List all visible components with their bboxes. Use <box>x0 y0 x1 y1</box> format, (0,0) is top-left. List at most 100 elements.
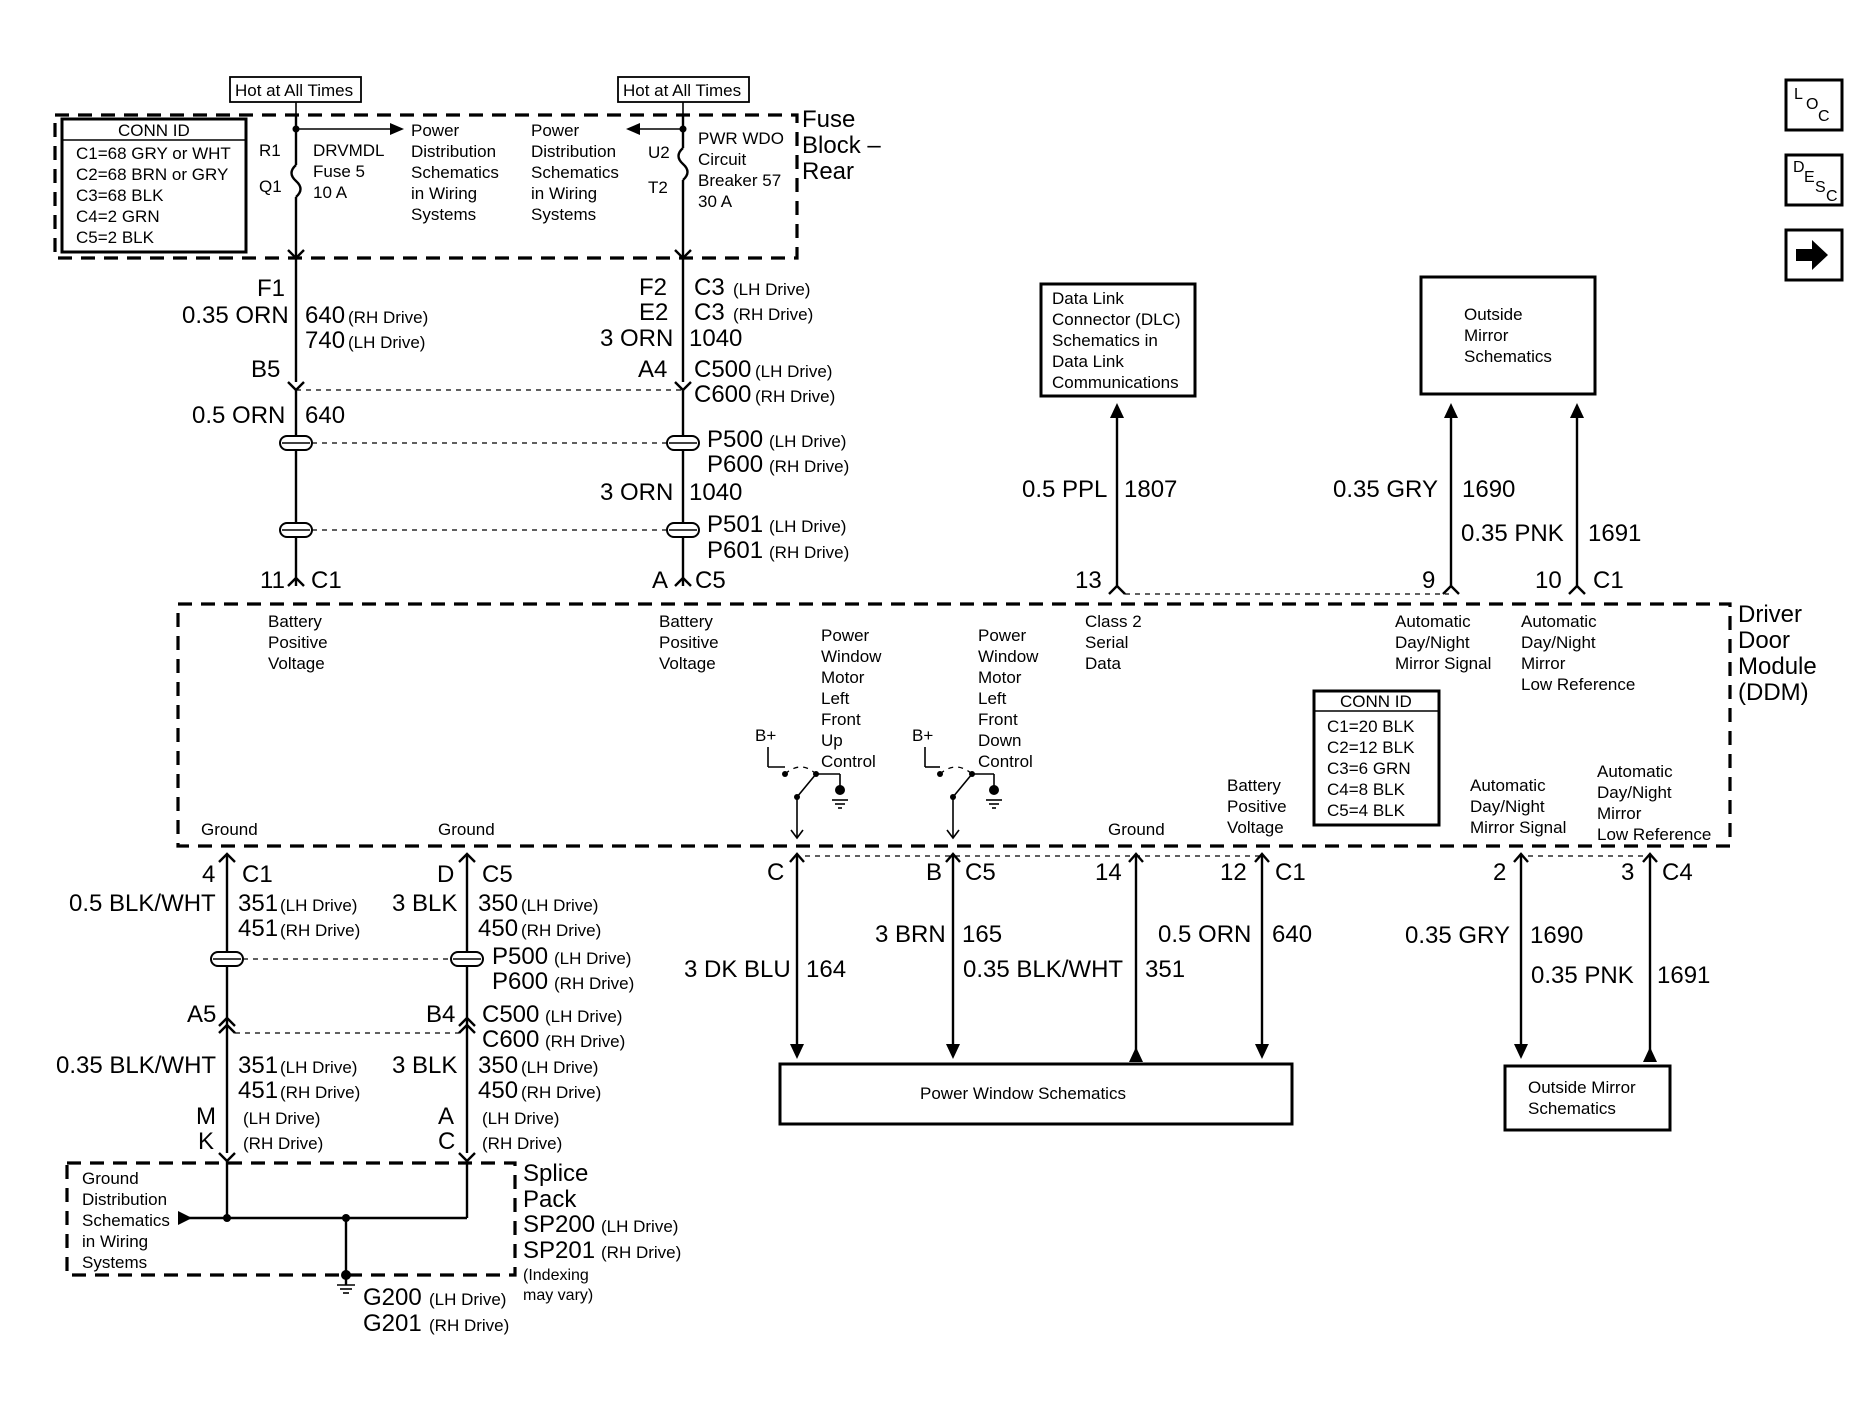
svg-text:C5: C5 <box>695 567 726 594</box>
desc-button[interactable]: D E S C <box>1784 153 1844 207</box>
ground-distribution-note: Ground Distribution Schematics in Wiring… <box>82 1169 170 1272</box>
ddm-battery-voltage-3: Battery Positive Voltage <box>1227 776 1287 837</box>
ddm-battery-voltage-1: Battery Positive Voltage <box>268 612 328 673</box>
svg-text:C3: C3 <box>694 299 725 326</box>
svg-text:Left: Left <box>978 689 1007 708</box>
wire-1691-bottom: 3 C4 0.35 PNK 1691 <box>1531 852 1710 1062</box>
svg-text:(RH Drive): (RH Drive) <box>521 1083 601 1102</box>
svg-text:0.5 BLK/WHT: 0.5 BLK/WHT <box>69 890 216 917</box>
svg-text:Positive: Positive <box>1227 797 1287 816</box>
svg-text:450: 450 <box>478 915 518 942</box>
outside-mirror-box-bottom[interactable]: Outside Mirror Schematics <box>1503 1064 1672 1132</box>
svg-text:C2=68 BRN or GRY: C2=68 BRN or GRY <box>76 165 228 184</box>
svg-text:SP200: SP200 <box>523 1211 595 1238</box>
svg-text:C3: C3 <box>694 274 725 301</box>
svg-text:164: 164 <box>806 956 846 983</box>
svg-text:Window: Window <box>821 647 882 666</box>
svg-text:A: A <box>438 1103 454 1130</box>
wire-1807: 0.5 PPL 1807 13 <box>1022 403 1177 595</box>
svg-text:(LH Drive): (LH Drive) <box>545 1007 622 1026</box>
svg-text:(DDM): (DDM) <box>1738 679 1809 706</box>
svg-text:0.35 GRY: 0.35 GRY <box>1333 476 1438 503</box>
desc-letter: C <box>1826 188 1838 205</box>
svg-text:Systems: Systems <box>82 1253 147 1272</box>
svg-text:3: 3 <box>1621 859 1634 886</box>
svg-text:C5: C5 <box>482 861 513 888</box>
svg-text:(Indexing: (Indexing <box>523 1267 589 1284</box>
hot-at-all-times-right: Hot at All Times <box>617 76 750 103</box>
svg-text:Low Reference: Low Reference <box>1521 675 1635 694</box>
svg-text:Data: Data <box>1085 654 1121 673</box>
svg-text:(LH Drive): (LH Drive) <box>482 1109 559 1128</box>
svg-text:C4=8 BLK: C4=8 BLK <box>1327 780 1406 799</box>
svg-text:K: K <box>198 1128 214 1155</box>
svg-text:Systems: Systems <box>531 205 596 224</box>
svg-text:740: 740 <box>305 327 345 354</box>
svg-text:(LH Drive): (LH Drive) <box>521 896 598 915</box>
svg-text:351: 351 <box>238 890 278 917</box>
dlc-schematics-box[interactable]: Data Link Connector (DLC) Schematics in … <box>1039 282 1197 398</box>
svg-text:Mirror: Mirror <box>1521 654 1566 673</box>
svg-text:0.35 BLK/WHT: 0.35 BLK/WHT <box>963 956 1123 983</box>
svg-text:(LH Drive): (LH Drive) <box>348 333 425 352</box>
svg-text:(LH Drive): (LH Drive) <box>429 1290 506 1309</box>
wire-640-pw: 12 C1 0.5 ORN 640 <box>1158 852 1312 1059</box>
svg-text:(RH Drive): (RH Drive) <box>601 1243 681 1262</box>
svg-text:(RH Drive): (RH Drive) <box>482 1134 562 1153</box>
svg-text:(RH Drive): (RH Drive) <box>348 308 428 327</box>
svg-text:P600: P600 <box>492 968 548 995</box>
svg-text:Positive: Positive <box>659 633 719 652</box>
fuse-block-outline <box>53 113 799 260</box>
svg-text:Schematics: Schematics <box>1464 347 1552 366</box>
svg-text:B4: B4 <box>426 1001 455 1028</box>
loc-button[interactable]: L O C <box>1784 78 1844 132</box>
svg-text:1690: 1690 <box>1530 922 1583 949</box>
svg-text:Breaker 57: Breaker 57 <box>698 171 781 190</box>
svg-text:Circuit: Circuit <box>698 150 746 169</box>
svg-text:in Wiring: in Wiring <box>531 184 597 203</box>
svg-text:Power: Power <box>411 121 460 140</box>
svg-text:Q1: Q1 <box>259 177 282 196</box>
svg-text:C3=6 GRN: C3=6 GRN <box>1327 759 1411 778</box>
svg-text:Class 2: Class 2 <box>1085 612 1142 631</box>
outside-mirror-box-top[interactable]: Outside Mirror Schematics <box>1419 275 1597 396</box>
svg-text:B: B <box>926 859 942 886</box>
svg-text:Automatic: Automatic <box>1395 612 1471 631</box>
svg-text:Automatic: Automatic <box>1470 776 1546 795</box>
svg-text:0.5 PPL: 0.5 PPL <box>1022 476 1107 503</box>
svg-text:11: 11 <box>260 567 285 594</box>
wire-351-pw: 14 0.35 BLK/WHT 351 <box>963 852 1185 1062</box>
svg-text:350: 350 <box>478 1052 518 1079</box>
up-switch-icon: B+ <box>755 726 848 840</box>
svg-text:450: 450 <box>478 1077 518 1104</box>
svg-text:Distribution: Distribution <box>82 1190 167 1209</box>
svg-text:3 BLK: 3 BLK <box>392 1052 457 1079</box>
power-window-schematics-box[interactable]: Power Window Schematics <box>778 1062 1294 1126</box>
svg-text:Communications: Communications <box>1052 373 1179 392</box>
pwr-wdo-circuit-breaker: U2 T2 PWR WDO Circuit Breaker 57 30 A <box>626 115 784 258</box>
pds-note-right: Power Distribution Schematics in Wiring … <box>531 121 619 224</box>
desc-letter: D <box>1793 159 1805 176</box>
svg-text:may vary): may vary) <box>523 1287 593 1304</box>
svg-text:Distribution: Distribution <box>531 142 616 161</box>
svg-text:Motor: Motor <box>821 668 865 687</box>
ddm-conn-id-table: CONN ID C1=20 BLK C2=12 BLK C3=6 GRN C4=… <box>1312 689 1441 827</box>
ddm-mirror-signal-top: Automatic Day/Night Mirror Signal <box>1395 612 1491 673</box>
next-arrow-button[interactable] <box>1784 228 1844 282</box>
svg-text:Schematics: Schematics <box>1528 1099 1616 1118</box>
svg-text:(LH Drive): (LH Drive) <box>243 1109 320 1128</box>
svg-text:C5=4 BLK: C5=4 BLK <box>1327 801 1406 820</box>
loc-letter: O <box>1806 96 1818 113</box>
svg-text:D: D <box>437 861 454 888</box>
svg-text:Schematics: Schematics <box>531 163 619 182</box>
ddm-class2: Class 2 Serial Data <box>1085 612 1142 673</box>
svg-text:12: 12 <box>1220 859 1247 886</box>
svg-text:451: 451 <box>238 915 278 942</box>
svg-text:Data Link: Data Link <box>1052 289 1124 308</box>
svg-text:Connector (DLC): Connector (DLC) <box>1052 310 1181 329</box>
svg-text:1040: 1040 <box>689 479 742 506</box>
svg-text:Positive: Positive <box>268 633 328 652</box>
svg-text:(RH Drive): (RH Drive) <box>545 1032 625 1051</box>
svg-text:(RH Drive): (RH Drive) <box>243 1134 323 1153</box>
